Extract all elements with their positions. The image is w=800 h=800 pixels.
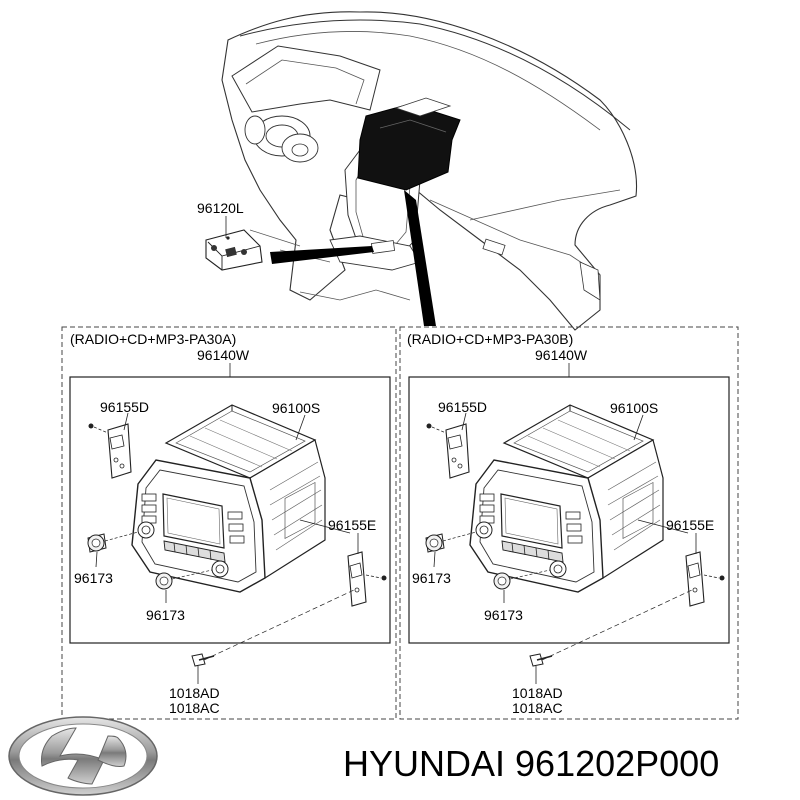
panel-a-label-main-unit: 96100S [272,400,320,416]
panel-a-title: (RADIO+CD+MP3-PA30A) [70,331,236,347]
panel-a-label-bracket-right: 96155E [328,517,376,533]
panel-a-label-knob-lower: 96173 [146,607,185,623]
panel-a-label-bolt-b: 1018AC [169,700,220,716]
panel-a-label-knob-upper: 96173 [74,570,113,586]
part-label-96120L: 96120L [197,200,244,216]
panel-b-assembly-label: 96140W [535,347,588,363]
panel-b-radio-unit [425,404,726,685]
panel-b-label-bracket-left: 96155D [438,399,487,415]
panel-a-assembly-label: 96140W [197,347,250,363]
panel-a-label-bolt-a: 1018AD [169,685,220,701]
hyundai-logo-icon [8,716,158,796]
panel-b-title: (RADIO+CD+MP3-PA30B) [407,331,573,347]
dashboard-illustration [221,11,638,331]
panel-a-label-bracket-left: 96155D [100,399,149,415]
panel-b-label-bolt-a: 1018AD [512,685,563,701]
panel-b-label-knob-upper: 96173 [412,570,451,586]
panel-b-label-knob-lower: 96173 [484,607,523,623]
panel-b-label-bracket-right: 96155E [666,517,714,533]
brand-part-number: HYUNDAI 961202P000 [343,743,720,784]
aux-jack-leader [270,246,374,264]
panel-b-label-main-unit: 96100S [610,400,658,416]
panel-a-frame [61,326,397,720]
aux-jack-part [205,229,263,271]
panel-b-frame [399,326,739,720]
head-unit-leader [404,190,436,326]
panel-b-label-bolt-b: 1018AC [512,700,563,716]
panel-b: (RADIO+CD+MP3-PA30B) 96140W 96155D 96100… [399,326,739,720]
panel-a: (RADIO+CD+MP3-PA30A) 96140W 96155D 96100… [61,326,397,720]
panel-a-radio-unit [87,404,388,685]
